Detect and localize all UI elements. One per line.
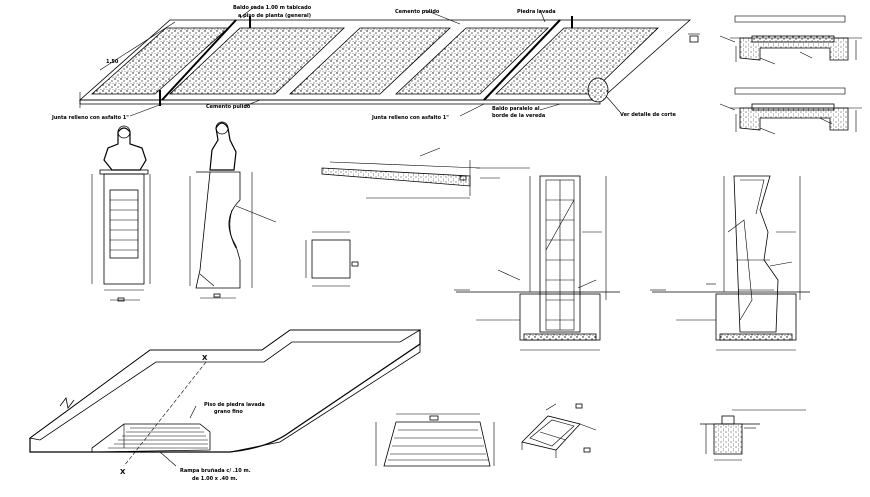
label-piso-piedra-2: grano fino: [214, 409, 243, 415]
label-piedra-lavada: Piedra lavada: [517, 9, 556, 15]
label-rampa-1: Rampa bruñada c/ .10 m.: [180, 468, 251, 474]
foundation-pit-detail: [700, 409, 806, 461]
label-section-x-bottom: X: [120, 468, 126, 476]
bust-pedestal-side: [189, 121, 277, 299]
label-top-paving-note-1: Baldo cada 1.00 m tabicado: [233, 5, 312, 11]
stepped-base-elevation: [375, 413, 495, 467]
monument-elevation-side: [650, 175, 810, 351]
label-junta-mid: Junta relleno con asfalto 1": [371, 115, 449, 121]
label-junta-left: Junta relleno con asfalto 1": [51, 115, 129, 121]
label-cemento-pulido-bottom: Cemento pulido: [206, 104, 251, 110]
curb-section-1: [689, 15, 862, 65]
label-top-paving-note-2: a piso de planta (general): [238, 13, 311, 19]
curb-section-2: [719, 87, 862, 135]
label-rampa-2: de 1.00 x .40 m.: [192, 476, 238, 482]
sloped-slab-section: [321, 147, 530, 199]
label-baldo-note-1: Baldo paralelo al: [492, 106, 540, 112]
monument-elevation-front: [454, 175, 620, 351]
label-piso-piedra-1: Piso de piedra lavada: [204, 402, 265, 408]
plaza-isometric-ramp: [29, 329, 422, 467]
bust-pedestal-front: [91, 125, 151, 302]
plinth-plan-detail: [305, 231, 359, 287]
isometric-block-detail: [521, 403, 597, 458]
label-baldo-note-2: borde de la vereda: [492, 113, 545, 119]
label-dim-left: 1.50: [106, 59, 119, 65]
paving-strip-plan: [78, 5, 700, 117]
label-ver-detalle: Ver detalle de corte: [620, 112, 676, 118]
label-cemento-pulido-top: Cemento pulido: [395, 9, 440, 15]
label-section-x-top: X: [202, 354, 208, 362]
